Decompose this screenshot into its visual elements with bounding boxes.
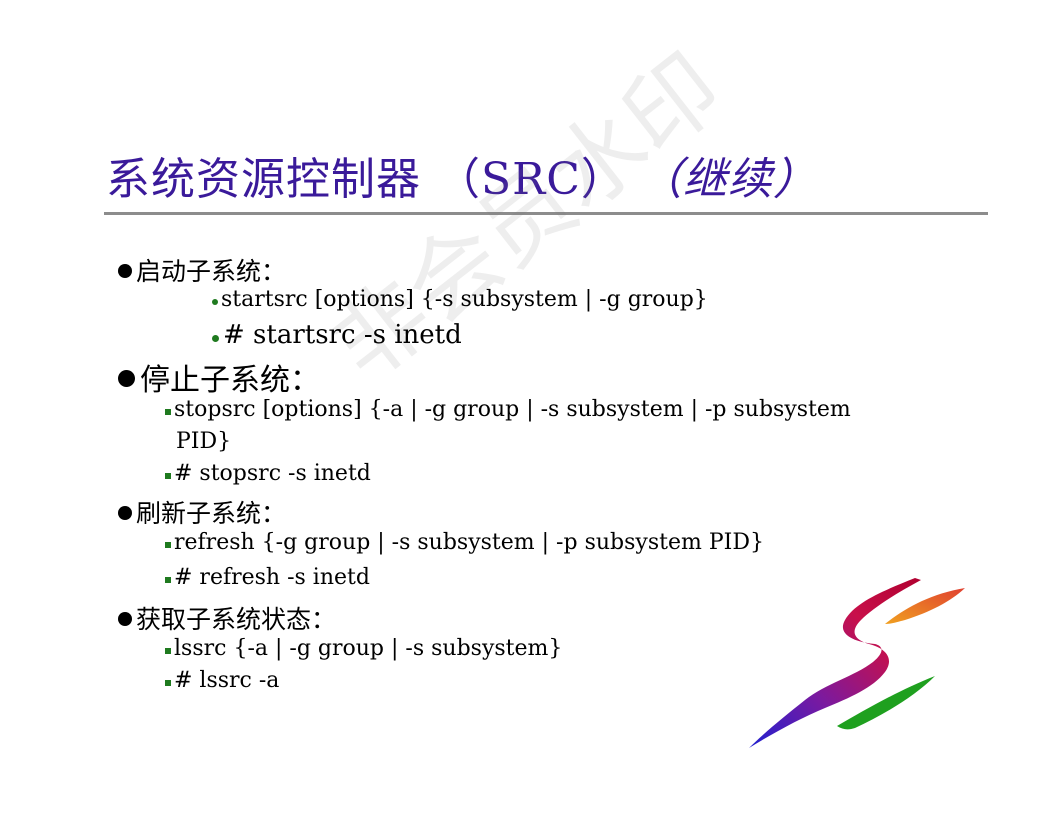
bullet-refresh-subsystem: 刷新子系统： xyxy=(118,494,286,530)
bullet-status-subsystem: 获取子系统状态： xyxy=(118,600,336,636)
bullet-dot xyxy=(212,299,218,305)
bullet-square xyxy=(165,473,171,479)
bullet-start-subsystem: 启动子系统： xyxy=(118,252,286,288)
list-item: startsrc [options] {-s subsystem | -g gr… xyxy=(212,287,708,312)
stopsrc-syntax: stopsrc [options] {-a | -g group | -s su… xyxy=(174,397,851,422)
stopsrc-syntax-cont: PID} xyxy=(176,429,232,454)
bullet-square xyxy=(165,409,171,415)
list-item: # stopsrc -s inetd xyxy=(165,461,371,486)
title-main: 系统资源控制器 （SRC） xyxy=(106,154,626,205)
list-item: # startsrc -s inetd xyxy=(212,320,462,350)
heading-status: 获取子系统状态： xyxy=(136,605,337,634)
bullet-square xyxy=(165,680,171,686)
lssrc-example: # lssrc -a xyxy=(174,668,280,693)
heading-stop: 停止子系统： xyxy=(140,363,320,398)
list-item: lssrc {-a | -g group | -s subsystem} xyxy=(165,636,562,661)
list-item: stopsrc [options] {-a | -g group | -s su… xyxy=(165,397,851,422)
bullet-dot xyxy=(212,335,219,342)
stopsrc-example: # stopsrc -s inetd xyxy=(174,461,371,486)
bullet-square xyxy=(165,648,171,654)
list-item: # refresh -s inetd xyxy=(165,565,370,590)
bullet-dot xyxy=(118,612,132,626)
brush-logo-icon xyxy=(749,578,965,748)
heading-start: 启动子系统： xyxy=(136,257,287,286)
bullet-square xyxy=(165,542,171,548)
startsrc-example: # startsrc -s inetd xyxy=(223,320,462,350)
bullet-square xyxy=(165,577,171,583)
bullet-dot xyxy=(118,264,132,278)
bullet-dot xyxy=(118,506,132,520)
heading-refresh: 刷新子系统： xyxy=(136,499,287,528)
page-title: 系统资源控制器 （SRC） （继续） xyxy=(106,143,818,207)
title-continued: （继续） xyxy=(659,154,818,205)
list-item: refresh {-g group | -s subsystem | -p su… xyxy=(165,530,764,555)
startsrc-syntax: startsrc [options] {-s subsystem | -g gr… xyxy=(221,287,708,312)
title-divider xyxy=(104,212,988,215)
lssrc-syntax: lssrc {-a | -g group | -s subsystem} xyxy=(174,636,563,661)
refresh-example: # refresh -s inetd xyxy=(174,565,370,590)
list-item: # lssrc -a xyxy=(165,668,279,693)
bullet-stop-subsystem: 停止子系统： xyxy=(118,355,320,399)
list-item-continuation: PID} xyxy=(176,429,231,454)
refresh-syntax: refresh {-g group | -s subsystem | -p su… xyxy=(174,530,764,555)
bullet-dot xyxy=(118,370,135,387)
